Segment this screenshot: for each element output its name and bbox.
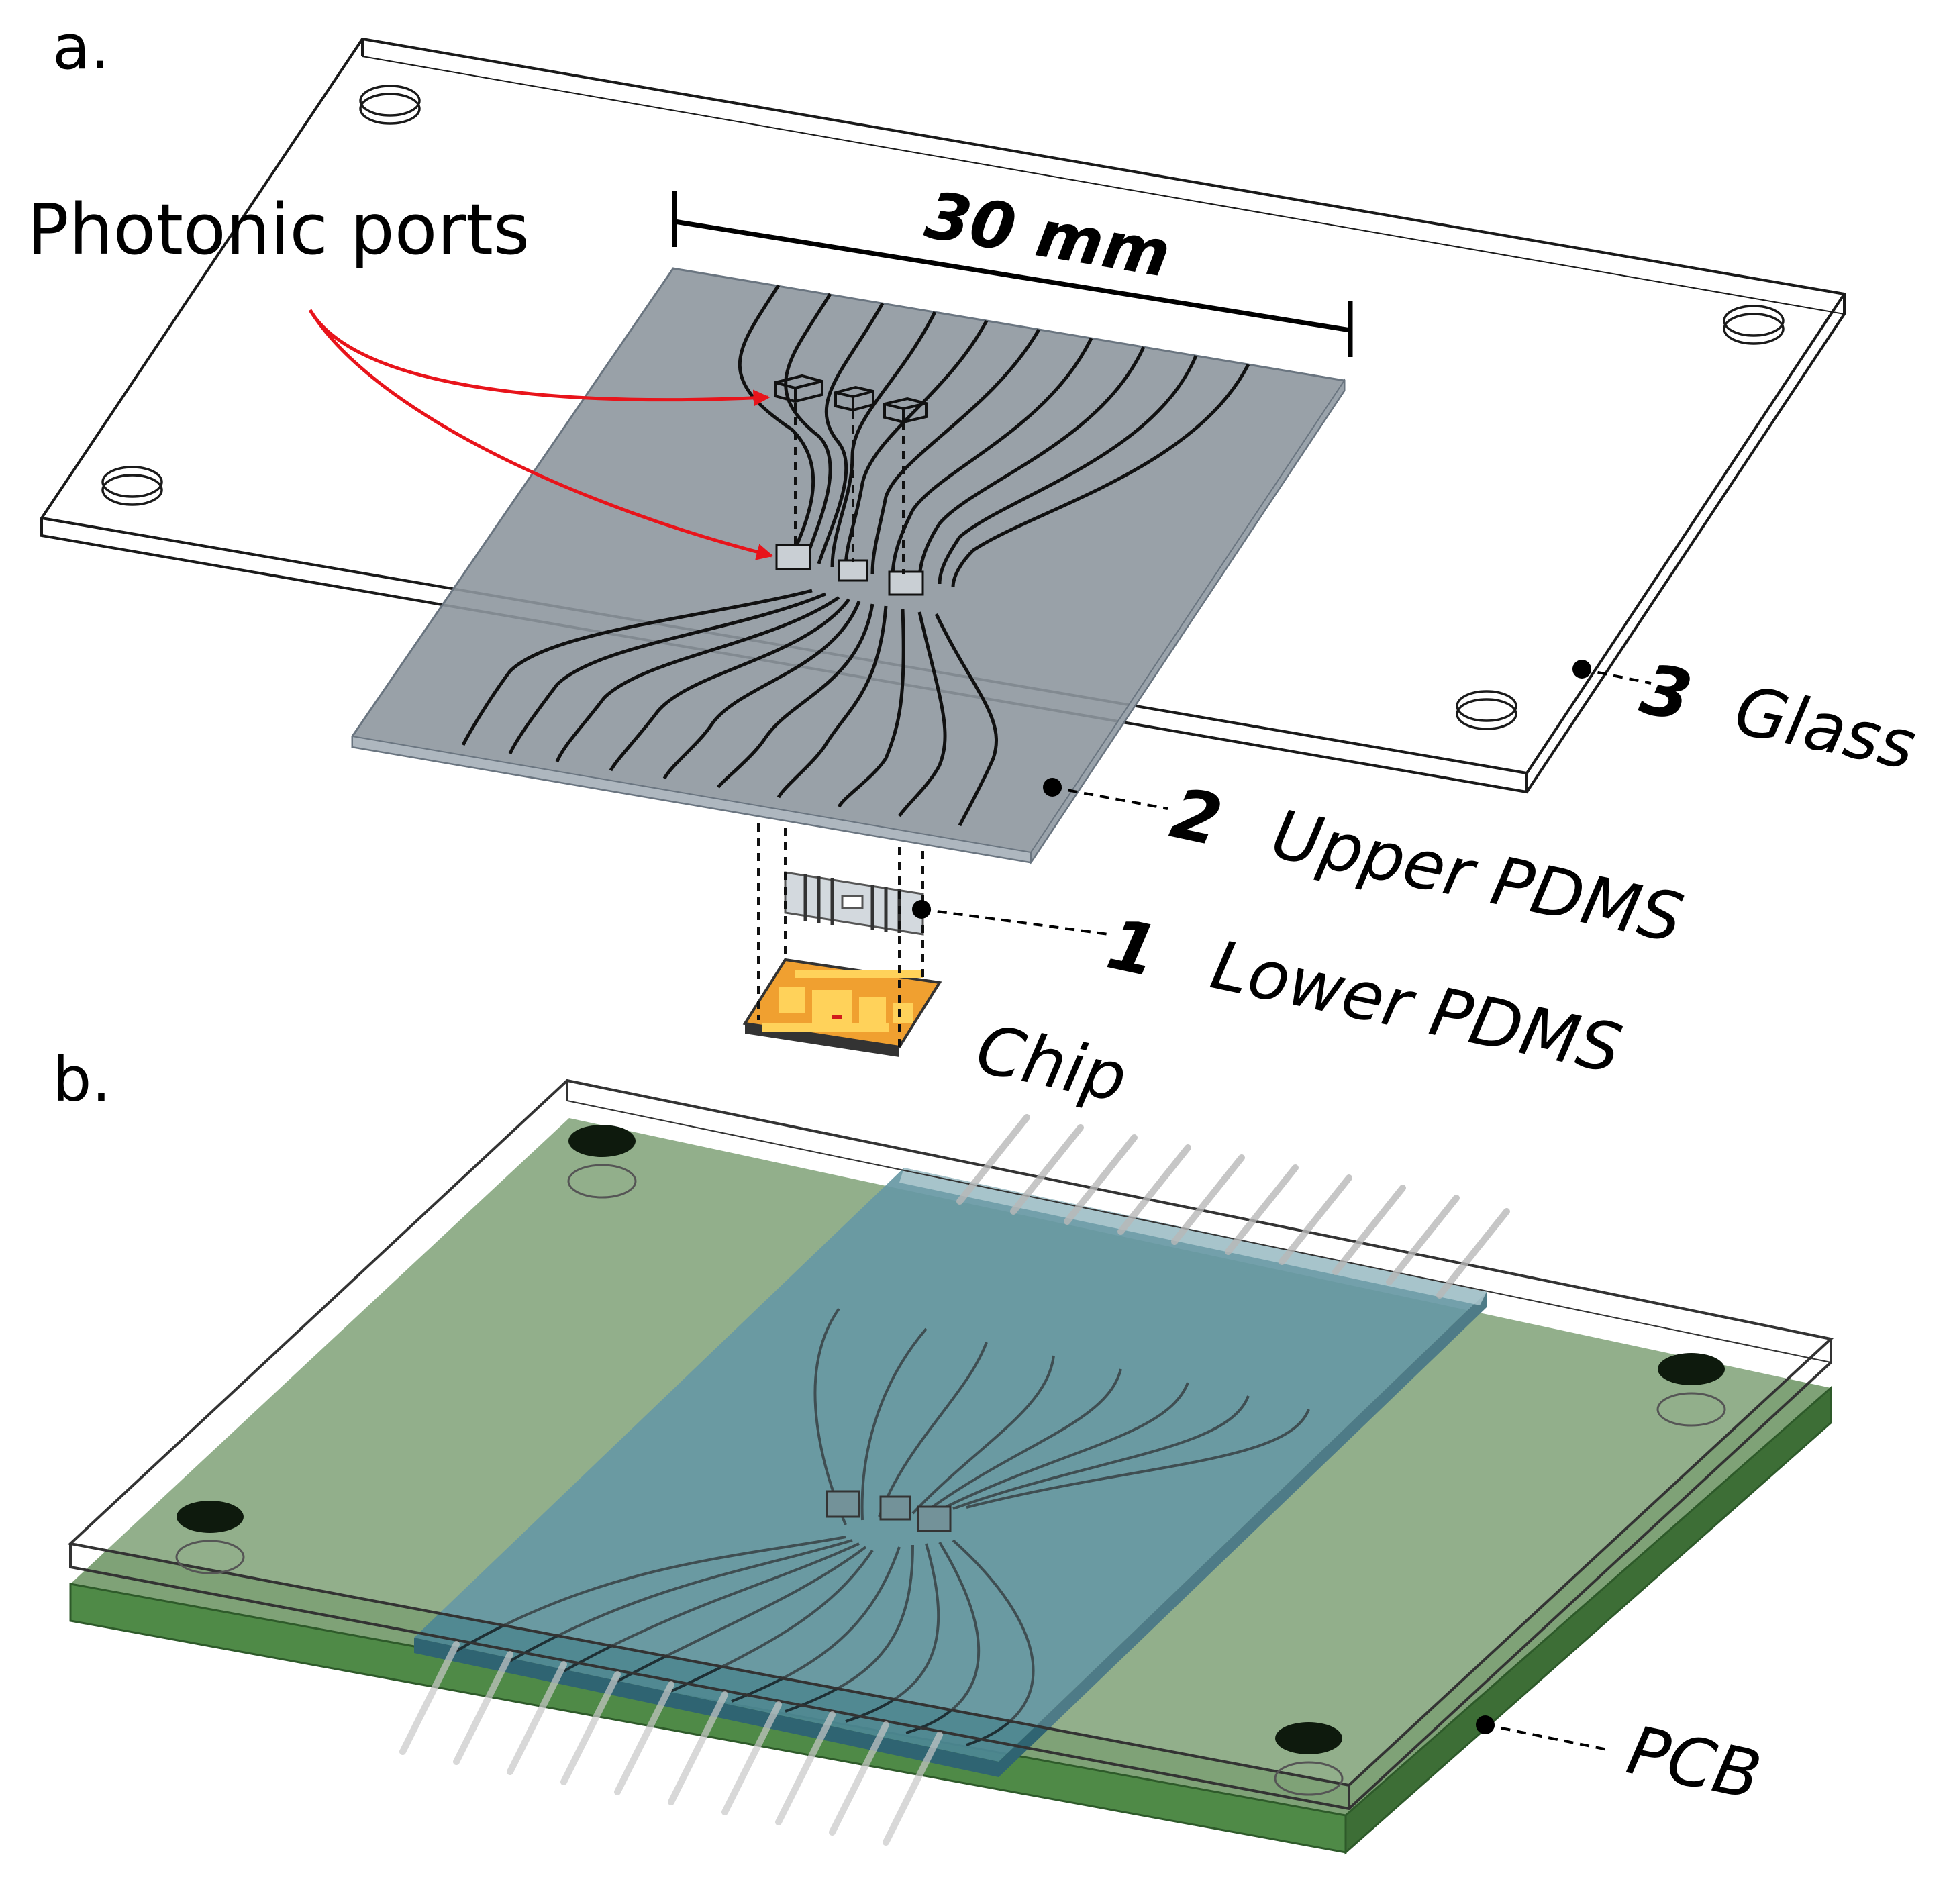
panel-a-label: a.: [52, 11, 110, 83]
pcb-leader: [1485, 1723, 1611, 1752]
pcb-leader-dot: [1476, 1715, 1495, 1734]
glass-plate: [39, 37, 1847, 794]
pdms-channels: [461, 284, 1250, 827]
panel-a: 30 mm: [27, 11, 1922, 1117]
glass-holes: [101, 85, 1785, 730]
photonic-port-top: [774, 374, 928, 424]
leader-lines: [921, 668, 1652, 936]
lower-pdms: [784, 871, 924, 936]
chip-guides: [757, 823, 924, 1047]
pdms-strip-channels: [455, 1307, 1310, 1746]
layer-3-label: 3 Glass: [1634, 648, 1922, 785]
svg-text:1: 1: [1101, 903, 1165, 993]
scale-bar-label: 30 mm: [920, 177, 1176, 292]
fibers-bottom: [399, 1641, 943, 1846]
svg-text:3: 3: [1634, 648, 1699, 738]
svg-text:2: 2: [1164, 772, 1229, 862]
svg-text:Lower PDMS: Lower PDMS: [1205, 925, 1628, 1089]
scale-bar: [672, 191, 1353, 357]
panel-b-holes: [175, 1125, 1726, 1796]
chip: [742, 958, 942, 1057]
svg-text:Glass: Glass: [1728, 670, 1922, 785]
chip-label: Chip: [970, 1009, 1134, 1117]
panel-b-glass: [67, 1079, 1834, 1811]
panel-b: PCB b.: [52, 1044, 1834, 1855]
pcb-label: PCB: [1621, 1711, 1768, 1815]
panel-b-label: b.: [52, 1044, 111, 1115]
leader-dots: [912, 660, 1591, 919]
photonic-ports-label: Photonic ports: [27, 189, 530, 270]
fibers-top: [956, 1114, 1510, 1299]
svg-text:Upper PDMS: Upper PDMS: [1265, 795, 1689, 958]
photonic-ports-arrows: [308, 309, 774, 560]
panel-b-ports: [826, 1490, 952, 1532]
port-guides: [794, 403, 905, 574]
photonic-port-bottom: [775, 544, 924, 596]
